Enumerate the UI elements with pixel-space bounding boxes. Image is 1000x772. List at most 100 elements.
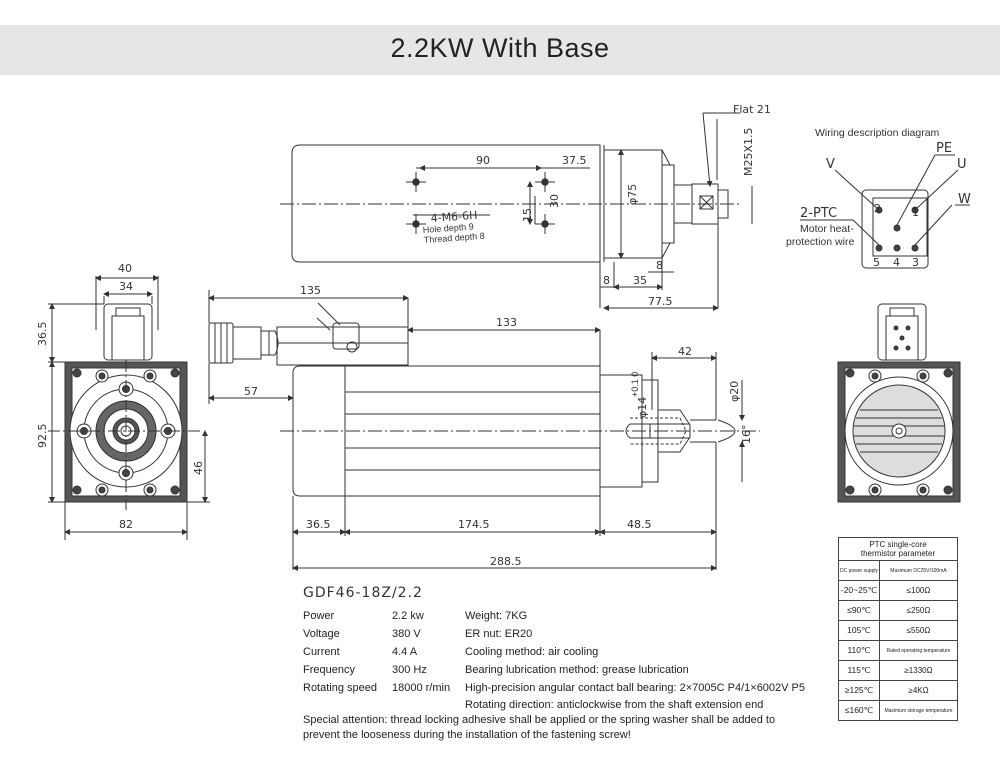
dim-37-5: 37.5 bbox=[562, 154, 587, 167]
dim-42: 42 bbox=[678, 345, 692, 358]
ptc-table: PTC single-core thermistor parameter DC … bbox=[838, 537, 958, 721]
dim-57: 57 bbox=[244, 385, 258, 398]
title-bar: 2.2KW With Base bbox=[0, 25, 1000, 75]
ptc-value: ≤550Ω bbox=[879, 620, 958, 641]
note-weight: Weight: 7KG bbox=[465, 610, 528, 622]
spec-value-current: 4.4 A bbox=[392, 646, 418, 658]
front-view-labels: 40 34 36.5 92.5 46 82 bbox=[36, 262, 205, 531]
hole-depth: Hole depth 9 bbox=[422, 221, 474, 235]
dim-90: 90 bbox=[476, 154, 490, 167]
dim-34: 34 bbox=[119, 280, 133, 293]
dim-82: 82 bbox=[119, 518, 133, 531]
holes-spec: 4-M6-6H bbox=[430, 209, 477, 225]
spec-value-voltage: 380 V bbox=[392, 628, 421, 640]
side-view bbox=[208, 290, 760, 571]
label-heat-2: protection wire bbox=[786, 236, 854, 248]
dim-30: 30 bbox=[548, 194, 561, 208]
spec-label-power: Power bbox=[303, 610, 335, 622]
dim-40: 40 bbox=[118, 262, 132, 275]
ptc-value: ≥1330Ω bbox=[879, 660, 958, 681]
table-row: -20~25℃ ≤100Ω bbox=[838, 580, 958, 601]
label-u: U bbox=[957, 157, 967, 172]
note-bearing: High-precision angular contact ball bear… bbox=[465, 682, 806, 694]
dim-15: 15 bbox=[521, 208, 534, 222]
spec-label-frequency: Frequency bbox=[303, 664, 355, 676]
dim-174-5: 174.5 bbox=[458, 518, 490, 531]
spec-value-power: 2.2 kw bbox=[392, 610, 424, 622]
side-view-labels: 135 133 57 42 φ14 +0.1 0 φ20 16° 36.5 17… bbox=[244, 284, 753, 568]
ptc-temp: ≤160℃ bbox=[838, 700, 880, 721]
dim-phi14: φ14 bbox=[636, 397, 649, 418]
table-row: 115℃ ≥1330Ω bbox=[838, 660, 958, 681]
dim-36-5: 36.5 bbox=[36, 322, 49, 347]
ptc-value: ≤250Ω bbox=[879, 600, 958, 621]
spec-label-voltage: Voltage bbox=[303, 628, 340, 640]
label-w: W bbox=[958, 192, 971, 207]
dim-92-5: 92.5 bbox=[36, 424, 49, 449]
table-row: 110℃ Rated operating temperature bbox=[838, 640, 958, 661]
spec-label-current: Current bbox=[303, 646, 340, 658]
dim-8b: 8 bbox=[656, 259, 663, 272]
model-number: GDF46-18Z/2.2 bbox=[303, 585, 423, 601]
dim-135: 135 bbox=[300, 284, 321, 297]
ptc-temp: ≥125℃ bbox=[838, 680, 880, 701]
pin-1: 1 bbox=[912, 206, 919, 219]
ptc-col1-head: DC power supply bbox=[838, 560, 880, 581]
dim-35: 35 bbox=[633, 274, 647, 287]
page-title: 2.2KW With Base bbox=[390, 33, 610, 63]
ptc-value: ≥4KΩ bbox=[879, 680, 958, 701]
top-view-labels: Flat 21 M25X1.5 90 37.5 15 30 φ75 4-M6-6… bbox=[422, 103, 770, 308]
note-er-nut: ER nut: ER20 bbox=[465, 628, 533, 640]
label-ptc: 2-PTC bbox=[800, 206, 837, 221]
pin-4: 4 bbox=[893, 256, 900, 269]
pin-3: 3 bbox=[912, 256, 919, 269]
dim-48-5: 48.5 bbox=[627, 518, 652, 531]
dim-77-5: 77.5 bbox=[648, 295, 673, 308]
ptc-header-2: thermistor parameter bbox=[860, 549, 936, 558]
ptc-temp: -20~25℃ bbox=[838, 580, 880, 601]
dim-phi75: φ75 bbox=[626, 184, 639, 205]
dim-flat-21: Flat 21 bbox=[733, 103, 771, 116]
table-row: ≤160℃ Maximum storage temperature bbox=[838, 700, 958, 721]
dim-thread: M25X1.5 bbox=[742, 127, 755, 176]
table-row: 105℃ ≤550Ω bbox=[838, 620, 958, 641]
pin-2: 2 bbox=[874, 202, 881, 215]
dim-8a: 8 bbox=[603, 274, 610, 287]
thread-depth: Thread depth 8 bbox=[423, 231, 485, 245]
ptc-value: ≤100Ω bbox=[879, 580, 958, 601]
ptc-value: Rated operating temperature bbox=[879, 640, 958, 661]
dim-phi20: φ20 bbox=[728, 381, 741, 402]
ptc-temp: ≤90℃ bbox=[838, 600, 880, 621]
label-v: V bbox=[826, 157, 835, 172]
table-row: ≤90℃ ≤250Ω bbox=[838, 600, 958, 621]
ptc-temp: 115℃ bbox=[838, 660, 880, 681]
label-heat-1: Motor heat- bbox=[800, 223, 854, 235]
note-cooling: Cooling method: air cooling bbox=[465, 646, 599, 658]
ptc-temp: 105℃ bbox=[838, 620, 880, 641]
ptc-value: Maximum storage temperature bbox=[879, 700, 958, 721]
dim-36-5-side: 36.5 bbox=[306, 518, 331, 531]
wiring-labels: Wiring description diagram PE U V W 2-PT… bbox=[786, 127, 971, 269]
dim-133: 133 bbox=[496, 316, 517, 329]
wiring-title: Wiring description diagram bbox=[815, 127, 940, 139]
note-rotation: Rotating direction: anticlockwise from t… bbox=[465, 699, 764, 711]
table-row: ≥125℃ ≥4KΩ bbox=[838, 680, 958, 701]
dim-16deg: 16° bbox=[740, 425, 753, 445]
spec-value-frequency: 300 Hz bbox=[392, 664, 427, 676]
spec-value-speed: 18000 r/min bbox=[392, 682, 451, 694]
dim-tolerance: +0.1 0 bbox=[630, 372, 640, 397]
spec-label-speed: Rotating speed bbox=[303, 682, 377, 694]
label-pe: PE bbox=[936, 141, 952, 156]
ptc-temp: 110℃ bbox=[838, 640, 880, 661]
dim-46: 46 bbox=[192, 461, 205, 475]
pin-5: 5 bbox=[873, 256, 880, 269]
special-attention: Special attention: thread locking adhesi… bbox=[303, 714, 776, 741]
note-lubrication: Bearing lubrication method: grease lubri… bbox=[465, 664, 689, 676]
ptc-header-1: PTC single-core bbox=[869, 540, 927, 549]
ptc-col2-head: Maximum DC25V/100mA bbox=[879, 560, 958, 581]
top-view bbox=[280, 112, 753, 311]
ptc-table-header: PTC single-core thermistor parameter bbox=[838, 537, 958, 561]
rear-view bbox=[837, 303, 961, 503]
front-view bbox=[48, 275, 210, 540]
